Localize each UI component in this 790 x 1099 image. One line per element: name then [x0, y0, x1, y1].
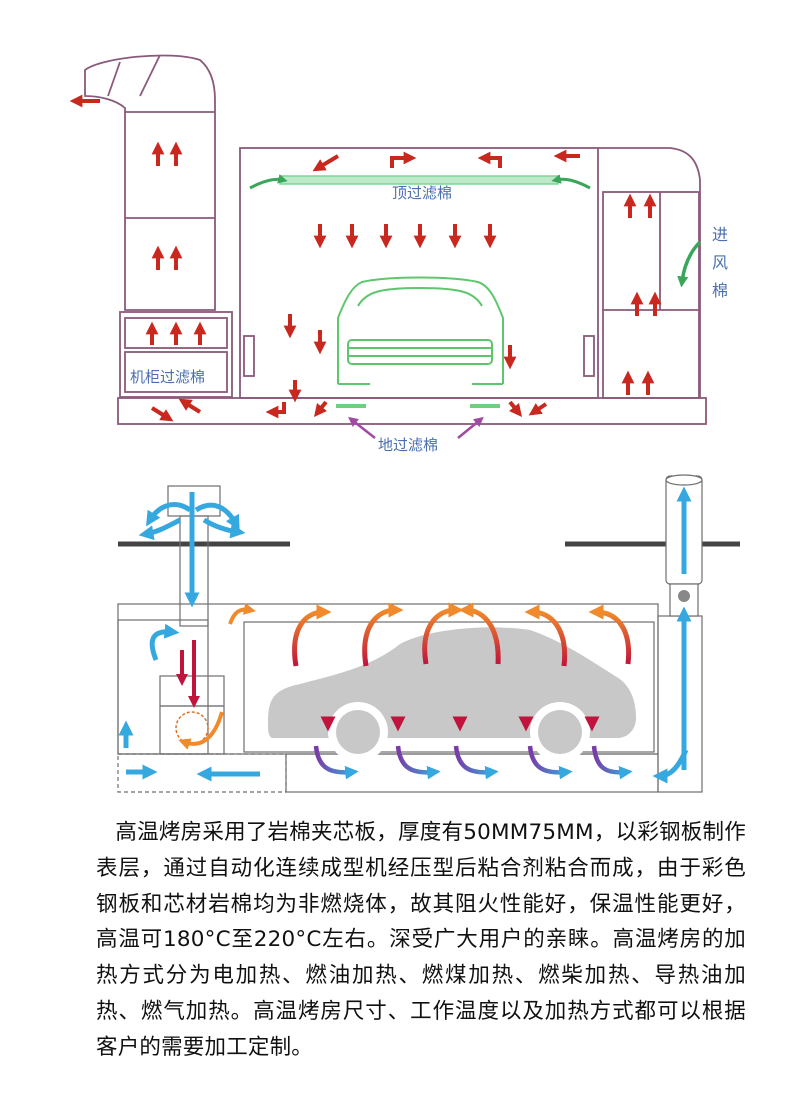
intake-label-2: 风 [712, 253, 728, 272]
floor-exhaust-arrows [313, 745, 633, 780]
description-block: 高温烤房采用了岩棉夹芯板，厚度有50MM75MM，以彩钢板制作表层，通过自动化连… [96, 815, 746, 1066]
bottom-car-silhouette [268, 627, 636, 762]
intake-label-1: 进 [712, 225, 728, 244]
intake-green-arrow [677, 240, 702, 288]
bottom-oven-diagram [117, 474, 740, 793]
cabinet-filter-label: 机柜过滤棉 [130, 368, 205, 386]
machine-cabinet [119, 311, 233, 398]
cold-intake-arrows [118, 486, 692, 784]
top-booth-diagram [84, 54, 707, 425]
right-lamp [583, 335, 595, 377]
floor-arrows [150, 398, 548, 422]
hot-ceiling-arcs [292, 602, 632, 667]
left-lamp [243, 335, 255, 377]
exhaust-duct [84, 54, 216, 311]
floor-filter-label: 地过滤棉 [378, 436, 438, 454]
ceiling-filter [249, 174, 591, 190]
hot-duct-arrows [176, 602, 256, 750]
intake-up-arrows [621, 193, 662, 395]
intake-label-3: 棉 [712, 281, 728, 300]
booth-down-arrows [283, 224, 517, 403]
floor-filter-arrow-right [457, 416, 484, 439]
ceiling-filter-label: 顶过滤棉 [392, 184, 452, 202]
fan-circle [175, 711, 209, 745]
hot-down-arrows [320, 658, 600, 732]
description-paragraph: 高温烤房采用了岩棉夹芯板，厚度有50MM75MM，以彩钢板制作表层，通过自动化连… [96, 820, 746, 1060]
booth-top-arrows [312, 149, 580, 172]
floor-grates [336, 404, 500, 408]
floor-filter-arrow-left [348, 416, 376, 439]
top-car-outline [337, 276, 504, 385]
duct-up-arrows [145, 141, 207, 345]
booth-base [117, 397, 707, 425]
paint-booth-diagrams: 顶过滤棉 [69, 54, 740, 793]
